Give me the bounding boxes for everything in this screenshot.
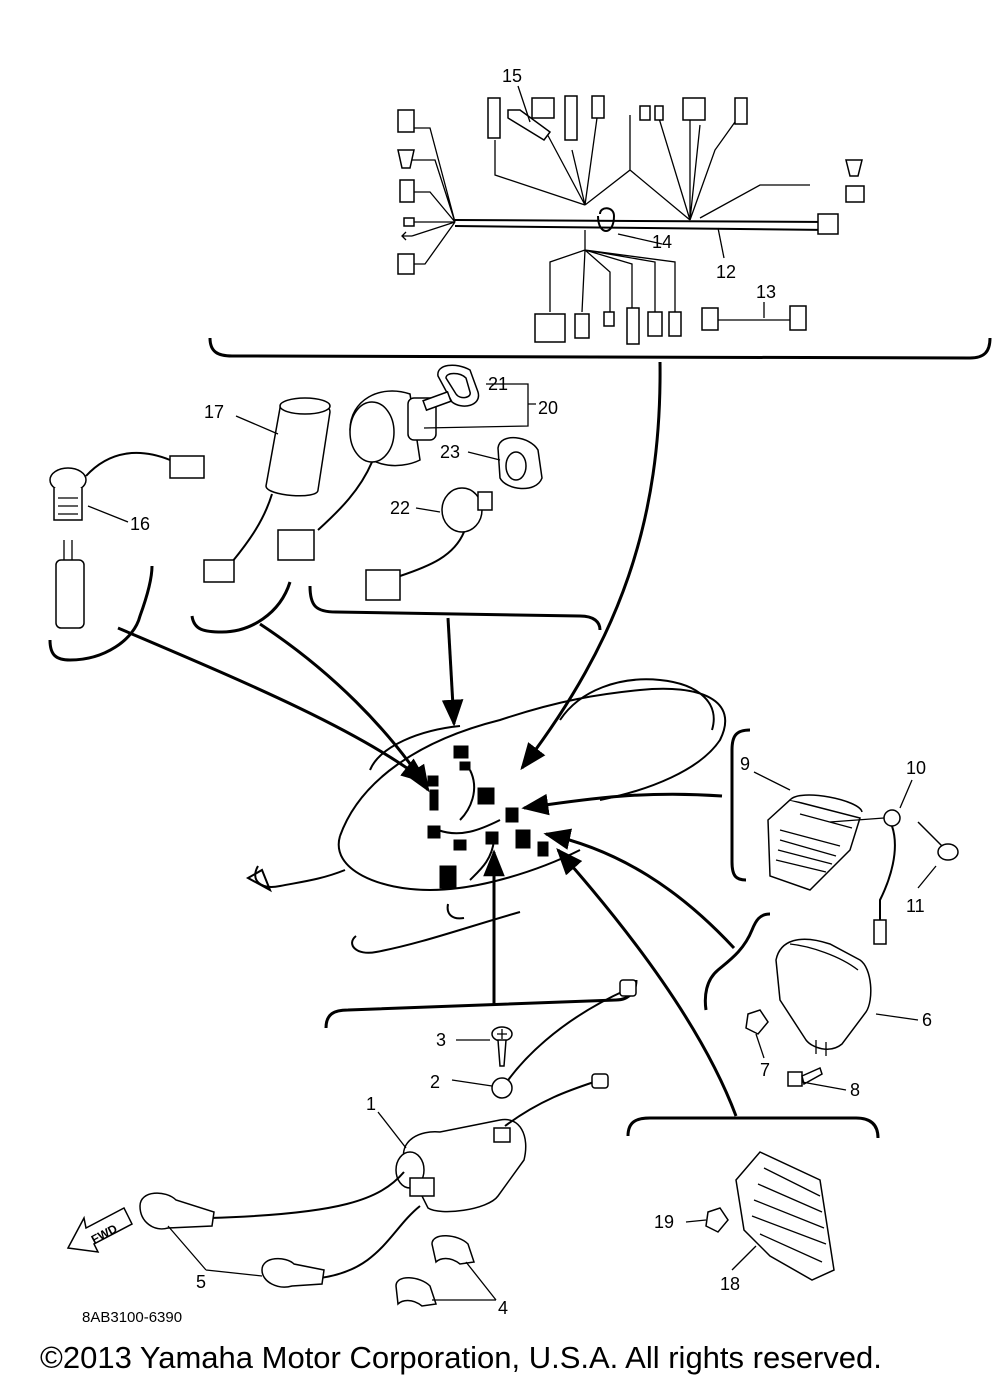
callout-10: 10 xyxy=(906,758,926,778)
callout-21: 21 xyxy=(488,374,508,394)
callout-15: 15 xyxy=(502,66,522,86)
clamps-4 xyxy=(395,1235,475,1307)
callout-12: 12 xyxy=(716,262,736,282)
harness-upper-branches xyxy=(494,114,810,221)
high-tension-cords xyxy=(209,1171,421,1279)
bracket-coil xyxy=(324,979,638,1029)
ignition-coil-1 xyxy=(395,1118,527,1213)
plug-caps-5 xyxy=(139,1192,325,1288)
wire-harness-group xyxy=(397,95,865,345)
callout-13: 13 xyxy=(756,282,776,302)
bolt-11 xyxy=(917,821,959,861)
callout-22: 22 xyxy=(390,498,410,518)
bracket-20 xyxy=(308,585,602,631)
callout-2: 2 xyxy=(430,1072,440,1092)
main-switch-20 xyxy=(277,390,437,561)
callout-6: 6 xyxy=(922,1010,932,1030)
harness-end-connector xyxy=(817,213,839,235)
bracket-16 xyxy=(48,565,154,662)
callout-20: 20 xyxy=(538,398,558,418)
callout-17: 17 xyxy=(204,402,224,422)
bolt-8 xyxy=(787,1066,823,1087)
switch-cover-23 xyxy=(497,437,543,490)
cdi-unit-6 xyxy=(775,938,872,1056)
callout-8: 8 xyxy=(850,1080,860,1100)
bracket-18 xyxy=(626,1116,880,1139)
callout-5: 5 xyxy=(196,1272,206,1292)
sensor-16 xyxy=(49,451,205,629)
nut-19 xyxy=(705,1207,729,1233)
harness-left-branches xyxy=(410,127,456,265)
sub-harness-13-right xyxy=(789,305,807,331)
callout-16: 16 xyxy=(130,514,150,534)
regulator-18 xyxy=(735,1151,835,1281)
callout-14: 14 xyxy=(652,232,672,252)
callout-7: 7 xyxy=(760,1060,770,1080)
pointer-9 xyxy=(521,792,723,816)
ground-lead-10 xyxy=(873,809,901,945)
harness-lower-branches xyxy=(549,230,676,313)
callout-1: 1 xyxy=(366,1094,376,1114)
ground-terminal-2 xyxy=(491,1077,513,1099)
harness-main-trunk xyxy=(454,219,831,223)
callout-3: 3 xyxy=(436,1030,446,1050)
pointer-18 xyxy=(556,847,738,1117)
nut-7 xyxy=(745,1009,769,1035)
fwd-arrow: FWD xyxy=(66,1206,133,1253)
bracket-9 xyxy=(730,728,751,882)
bracket-17 xyxy=(190,581,292,634)
harness-pointer-line xyxy=(520,361,662,771)
snowmobile-outline xyxy=(245,678,727,954)
callout-9: 9 xyxy=(740,754,750,774)
lighting-switch-22 xyxy=(365,487,493,601)
rectifier-regulator-9 xyxy=(767,794,885,891)
copyright-notice: ©2013 Yamaha Motor Corporation, U.S.A. A… xyxy=(40,1340,882,1375)
sub-harness-13-left xyxy=(701,307,719,331)
callout-19: 19 xyxy=(654,1212,674,1232)
harness-loop-15 xyxy=(507,109,552,141)
callout-18: 18 xyxy=(720,1274,740,1294)
callout-23: 23 xyxy=(440,442,460,462)
diagram-code: 8AB3100-6390 xyxy=(82,1309,182,1326)
screw-3 xyxy=(491,1026,513,1067)
callout-11: 11 xyxy=(906,896,925,916)
pointer-20 xyxy=(441,617,464,727)
pointer-17 xyxy=(259,622,430,793)
callout-4: 4 xyxy=(498,1298,508,1318)
harness-bracket xyxy=(208,337,992,360)
key-21 xyxy=(422,364,480,412)
bracket-6 xyxy=(703,912,771,1011)
condenser-17 xyxy=(203,397,331,583)
harness-clip-14 xyxy=(597,207,616,232)
pointer-6 xyxy=(543,828,736,950)
component-cluster xyxy=(427,745,549,889)
pointer-16 xyxy=(117,626,429,784)
